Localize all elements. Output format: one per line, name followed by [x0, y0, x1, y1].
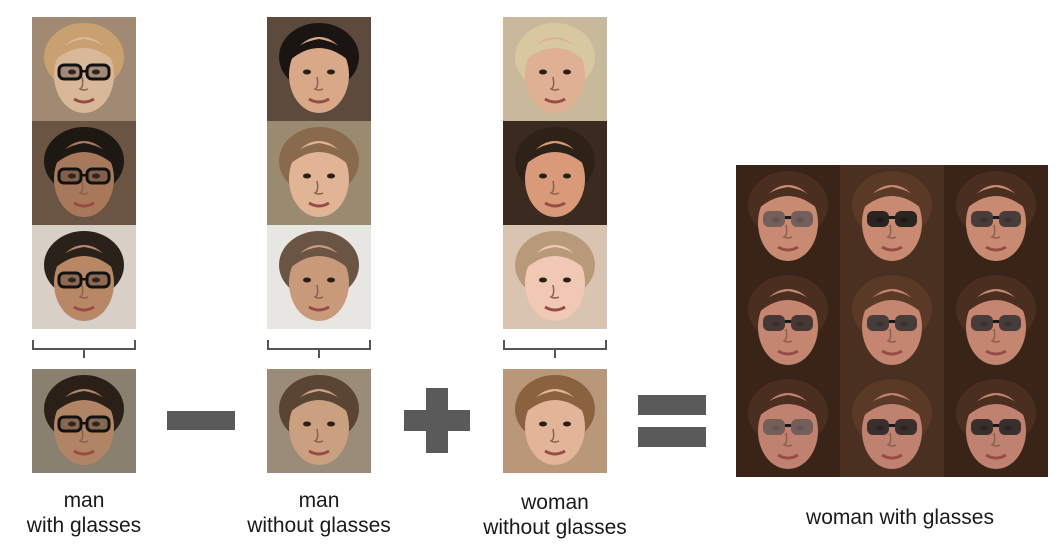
group-bracket — [503, 340, 607, 358]
group-label: woman without glasses — [483, 491, 627, 539]
result-face-grid — [736, 165, 1048, 477]
result-face-photo — [736, 373, 840, 477]
group-label: man with glasses — [26, 489, 142, 537]
average-face-photo — [32, 369, 136, 473]
result-face-photo — [840, 165, 944, 269]
result-face-photo — [736, 269, 840, 373]
minus-operator — [167, 411, 235, 430]
face-photo — [32, 225, 136, 329]
face-photo — [267, 121, 371, 225]
average-face-photo — [267, 369, 371, 473]
face-photo — [267, 17, 371, 121]
face-photo — [503, 225, 607, 329]
face-photo — [32, 17, 136, 121]
result-face-photo — [944, 373, 1048, 477]
result-face-photo — [840, 269, 944, 373]
group-bracket — [32, 340, 136, 358]
result-label: woman with glasses — [806, 506, 994, 529]
result-face-photo — [736, 165, 840, 269]
group-bracket — [267, 340, 371, 358]
face-photo — [267, 225, 371, 329]
face-photo — [503, 17, 607, 121]
group-label: man without glasses — [247, 489, 391, 537]
result-face-photo — [944, 165, 1048, 269]
average-face-photo — [503, 369, 607, 473]
result-face-photo — [840, 373, 944, 477]
face-photo — [503, 121, 607, 225]
face-photo — [32, 121, 136, 225]
result-face-photo — [944, 269, 1048, 373]
